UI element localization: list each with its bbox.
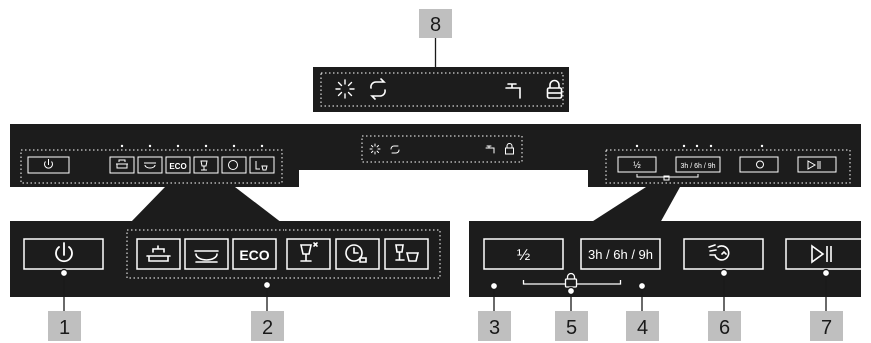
callout-6: 6	[708, 311, 741, 341]
callout-label: 1	[59, 317, 70, 339]
connectors	[59, 268, 831, 313]
callout-label: 2	[262, 317, 273, 339]
half-load-button[interactable]: ½	[483, 238, 564, 270]
salt-refill-icon	[335, 79, 355, 99]
callout-4: 4	[626, 311, 659, 341]
eco-label-small: ECO	[169, 162, 186, 171]
delay-label-small: 3h / 6h / 9h	[680, 163, 715, 170]
display-zoom	[313, 67, 569, 112]
water-tap-icon	[505, 83, 521, 99]
quick-button[interactable]	[286, 238, 331, 270]
glass-cup-icon	[395, 244, 420, 262]
callout-7: 7	[810, 311, 843, 341]
callout-5: 5	[555, 311, 588, 341]
play-pause-icon	[811, 244, 832, 264]
extra-dry-icon	[708, 244, 730, 261]
eco-button[interactable]: ECO	[232, 238, 277, 270]
clock-90-icon	[345, 244, 367, 263]
delay-label: 3h / 6h / 9h	[588, 247, 653, 262]
full-panel: ECO ½ 3h / 6h / 9h	[10, 124, 861, 187]
delay-button[interactable]: 3h / 6h / 9h	[580, 238, 661, 270]
callout-8: 8	[419, 9, 452, 38]
half-load-label-small: ½	[633, 160, 641, 170]
callout-label: 4	[637, 317, 648, 339]
express-button[interactable]	[335, 238, 380, 270]
lock-icon	[546, 79, 563, 99]
rinse-aid-icon	[370, 78, 386, 100]
eco-label: ECO	[239, 247, 269, 263]
callout-1: 1	[48, 311, 81, 341]
intensive-button[interactable]	[136, 238, 181, 270]
callout-label: 6	[719, 317, 730, 339]
callout-3: 3	[478, 311, 511, 341]
power-icon	[55, 242, 73, 263]
callout-label: 8	[430, 14, 441, 36]
delicate-button[interactable]	[384, 238, 429, 270]
callout-label: 3	[489, 317, 500, 339]
left-zoom-panel-right	[284, 221, 450, 297]
left-zoom-panel: ECO	[10, 221, 294, 297]
callout-label: 7	[821, 317, 832, 339]
callout-label: 5	[566, 317, 577, 339]
auto-button[interactable]	[184, 238, 229, 270]
half-load-label: ½	[517, 247, 530, 264]
glass-sparkle-icon	[300, 242, 318, 262]
bowl-icon	[194, 250, 219, 263]
pot-icon	[146, 245, 171, 262]
callout-2: 2	[251, 311, 284, 341]
right-zoom-panel: ½ 3h / 6h / 9h	[469, 221, 866, 297]
